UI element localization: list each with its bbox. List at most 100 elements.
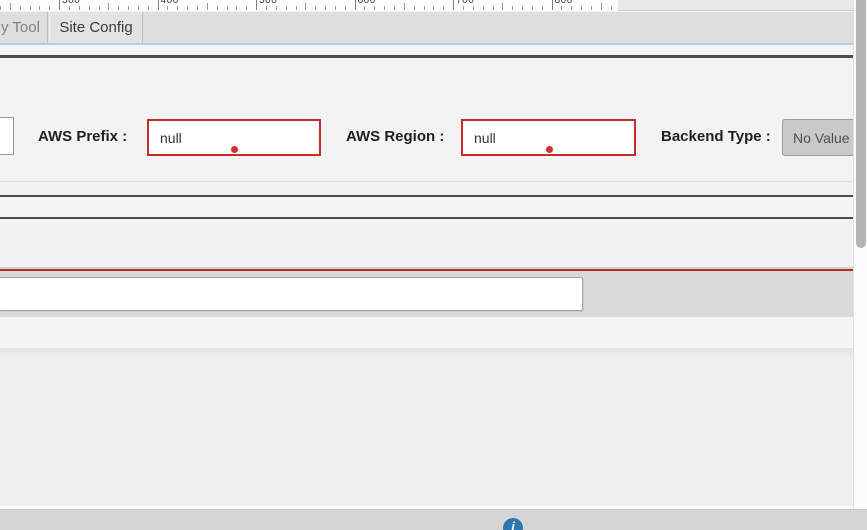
horizontal-ruler: 300 400 500 600 700 800 [0, 0, 618, 11]
ruler-tick [78, 6, 80, 10]
ruler-tick [315, 6, 317, 10]
ruler-tick [128, 6, 129, 10]
ruler-tick [600, 3, 602, 10]
ruler-tick [118, 6, 120, 10]
ruler-tick [108, 3, 110, 10]
ruler-tick [531, 6, 533, 10]
aws-region-field [461, 119, 636, 156]
vertical-scrollbar[interactable] [853, 0, 867, 509]
ruler-tick [512, 6, 514, 10]
ruler-tick [325, 6, 327, 10]
status-bar: i [0, 509, 867, 530]
ruler-tick [354, 0, 356, 10]
ruler-tick [433, 6, 435, 10]
scrollbar-thumb[interactable] [856, 0, 866, 248]
tab-bar: y Tool Site Config [0, 12, 853, 43]
ruler-tick [197, 6, 198, 10]
tab-y-tool-label: y Tool [1, 19, 40, 36]
divider-line [0, 267, 853, 269]
ruler-tick [522, 6, 523, 10]
gap-strip [0, 45, 853, 55]
ruler-tick [19, 6, 21, 10]
ruler-tick [591, 6, 592, 10]
ruler-tick [364, 6, 366, 10]
backend-type-label: Backend Type : [661, 128, 771, 145]
ruler-tick [581, 6, 583, 10]
ruler-tick [157, 0, 159, 10]
ruler-label: 800 [554, 0, 573, 6]
aws-prefix-field [147, 119, 321, 156]
ruler-tick [423, 6, 425, 10]
ruler-label: 400 [160, 0, 179, 6]
ruler-label: 700 [456, 0, 475, 6]
ruler-tick [216, 6, 218, 10]
ruler-tick [344, 6, 346, 10]
ruler-tick [413, 6, 415, 10]
ruler-tick [472, 6, 474, 10]
info-icon[interactable]: i [503, 518, 523, 530]
ruler-tick [49, 6, 51, 10]
content-area [0, 348, 853, 506]
backend-type-value: No Value [793, 129, 850, 146]
ruler-tick [187, 6, 189, 10]
ruler-tick [403, 3, 405, 10]
ruler-tick [384, 6, 386, 10]
filter-input[interactable] [0, 277, 583, 311]
tab-y-tool[interactable]: y Tool [0, 12, 48, 43]
ruler-tick [236, 6, 238, 10]
divider-strip [0, 197, 853, 217]
ruler-tick [394, 6, 395, 10]
ruler-tick [0, 6, 1, 10]
tab-underline [0, 43, 853, 45]
ruler-tick [246, 6, 248, 10]
filter-bar [0, 271, 853, 317]
content-strip [0, 317, 853, 348]
ruler-tick [9, 3, 11, 10]
divider-line [0, 217, 853, 219]
ruler-tick [167, 6, 169, 10]
ruler-tick [226, 6, 228, 10]
left-cutoff-input[interactable] [0, 117, 14, 155]
ruler-tick [177, 6, 179, 10]
info-icon-glyph: i [511, 519, 515, 530]
ruler-tick [561, 6, 563, 10]
ruler-tick [39, 6, 41, 10]
backend-type-select[interactable]: No Value [782, 119, 866, 156]
ruler-tick [610, 6, 612, 10]
tab-site-config[interactable]: Site Config [49, 12, 143, 43]
divider-line [0, 195, 853, 197]
content-bottom-edge [0, 506, 853, 509]
ruler-label: 600 [357, 0, 376, 6]
ruler-tick [374, 6, 376, 10]
ruler-tick [305, 3, 307, 10]
ruler-tick [206, 3, 208, 10]
ruler-tick [571, 6, 573, 10]
aws-region-label: AWS Region : [346, 128, 445, 145]
ruler-tick [482, 6, 484, 10]
ruler-tick [265, 6, 267, 10]
ruler-label: 500 [259, 0, 278, 6]
ruler-tick [29, 6, 31, 10]
ruler-tick [137, 6, 139, 10]
ruler-tick [453, 0, 455, 10]
ruler-tick [256, 0, 258, 10]
ruler-tick [69, 6, 70, 10]
ruler-tick [147, 6, 149, 10]
ruler-tick [443, 6, 445, 10]
ruler-tick [462, 6, 464, 10]
ruler-tick [59, 0, 61, 10]
tab-site-config-label: Site Config [59, 19, 133, 36]
ruler-tick [275, 6, 277, 10]
red-divider [0, 269, 853, 271]
ruler-tick [88, 6, 90, 10]
validation-error-dot [545, 146, 553, 153]
aws-config-form [0, 58, 853, 182]
ruler-tick [541, 6, 543, 10]
ruler-tick [492, 6, 494, 10]
section-divider-top [0, 55, 853, 58]
ruler-label: 300 [62, 0, 81, 6]
ruler-tick [285, 6, 287, 10]
ruler-tick [502, 3, 504, 10]
ruler-tick [334, 6, 336, 10]
